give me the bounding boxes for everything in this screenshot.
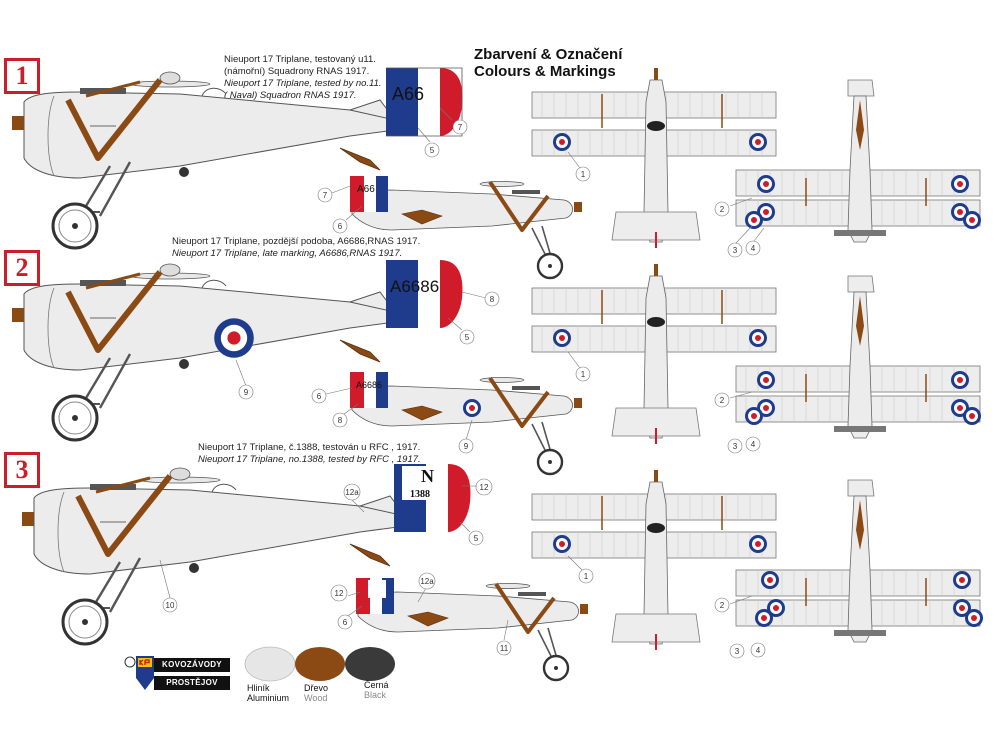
callout-label: 4 bbox=[751, 244, 756, 253]
callout-label: 7 bbox=[458, 123, 463, 132]
callout-label: 5 bbox=[430, 146, 435, 155]
variant-2-rudder bbox=[386, 260, 463, 328]
caption-cz-line: (námořní) Squadrony RNAS 1917. bbox=[224, 66, 370, 77]
variant-1-badge: 1 bbox=[4, 58, 40, 94]
swatch-wood bbox=[295, 647, 345, 681]
callout-label: 3 bbox=[733, 246, 738, 255]
callout-label: 1 bbox=[584, 572, 589, 581]
callouts bbox=[159, 107, 766, 659]
variant-2-small-profile bbox=[350, 372, 584, 476]
variant-1-small-profile bbox=[350, 176, 584, 280]
variant-2-badge: 2 bbox=[4, 250, 40, 286]
logo-line-2: PROSTĚJOV bbox=[154, 676, 230, 690]
legend-name-cz: Dřevo bbox=[304, 683, 329, 693]
callout-label: 6 bbox=[343, 618, 348, 627]
caption-en-line: Nieuport 17 Triplane, late marking, A668… bbox=[172, 248, 403, 259]
legend-name-cz: Černá bbox=[364, 680, 389, 690]
callout-label: 10 bbox=[166, 601, 175, 610]
callout-label: 1 bbox=[581, 370, 586, 379]
variant-1-small-rudder-serial: A66 bbox=[357, 184, 375, 195]
callout-label: 9 bbox=[244, 388, 249, 397]
callout-label: 3 bbox=[735, 647, 740, 656]
variant-2-rudder-serial: A6686 bbox=[390, 277, 439, 296]
caption-en-line: Nieuport 17 Triplane, tested by no.11. bbox=[224, 78, 382, 89]
legend-name-en: Wood bbox=[304, 693, 328, 703]
caption-cz-line: Nieuport 17 Triplane, testovaný u11. bbox=[224, 54, 376, 65]
callout-label: 6 bbox=[317, 392, 322, 401]
logo-line-1: KOVOZÁVODY bbox=[154, 658, 230, 672]
callout-label: 4 bbox=[751, 440, 756, 449]
legend-label-wood: Dřevo Wood bbox=[304, 683, 328, 703]
callout-label: 1 bbox=[581, 170, 586, 179]
variant-1-caption: Nieuport 17 Triplane, testovaný u11. (ná… bbox=[224, 54, 382, 102]
callout-label: 12 bbox=[335, 589, 344, 598]
variant-1-rudder bbox=[386, 67, 463, 137]
variant-3-rudder-letter: N bbox=[421, 466, 434, 486]
callout-label: 5 bbox=[474, 534, 479, 543]
callout-label: 4 bbox=[756, 646, 761, 655]
variant-3-rudder bbox=[394, 464, 471, 532]
caption-en-line: ( Naval) Squadron RNAS 1917. bbox=[224, 90, 357, 101]
kp-shield-logo-icon bbox=[124, 656, 154, 690]
callout-label: 12 bbox=[480, 483, 489, 492]
legend-label-black: Černá Black bbox=[364, 680, 389, 700]
variant-2-side-profile bbox=[12, 260, 463, 440]
callout-label: 7 bbox=[323, 191, 328, 200]
callout-label: 5 bbox=[465, 333, 470, 342]
variant-3-small-profile bbox=[356, 578, 590, 682]
caption-cz-line: Nieuport 17 Triplane, pozdější podoba, A… bbox=[172, 236, 421, 247]
callout-label: 6 bbox=[338, 222, 343, 231]
callout-label: 2 bbox=[720, 205, 725, 214]
caption-en-line: Nieuport 17 Triplane, no.1388, tested by… bbox=[198, 454, 421, 465]
callout-label: 12a bbox=[420, 577, 434, 586]
legend-name-en: Black bbox=[364, 690, 387, 700]
callout-label: 9 bbox=[464, 442, 469, 451]
variant-3-side-profile bbox=[22, 464, 471, 644]
variant-3-badge: 3 bbox=[4, 452, 40, 488]
callout-label: 3 bbox=[733, 442, 738, 451]
callout-label: 2 bbox=[720, 601, 725, 610]
callout-label: 12a bbox=[345, 488, 359, 497]
legend-label-aluminium: Hliník Aluminium bbox=[247, 683, 289, 703]
sheet-header: Zbarvení & Označení Colours & Markings bbox=[474, 46, 622, 80]
color-legend bbox=[244, 646, 395, 682]
swatch-black bbox=[345, 647, 395, 681]
header-title-en: Colours & Markings bbox=[474, 63, 616, 80]
variant-1-rudder-serial: A66 bbox=[392, 84, 424, 104]
kovozavody-logo: KOVOZÁVODY PROSTĚJOV bbox=[124, 656, 236, 692]
callout-labels: 7 5 7 6 1 2 3 4 8 5 9 6 8 9 1 2 3 4 12a … bbox=[166, 123, 761, 656]
callout-label: 2 bbox=[720, 396, 725, 405]
callout-label: 8 bbox=[490, 295, 495, 304]
variant-3-caption: Nieuport 17 Triplane, č.1388, testován u… bbox=[198, 442, 421, 466]
caption-cz-line: Nieuport 17 Triplane, č.1388, testován u… bbox=[198, 442, 421, 453]
variant-3-rudder-number: 1388 bbox=[410, 489, 430, 500]
legend-name-en: Aluminium bbox=[247, 693, 290, 703]
variant-2-caption: Nieuport 17 Triplane, pozdější podoba, A… bbox=[172, 236, 420, 260]
variant-2-small-rudder-serial: A6686 bbox=[356, 380, 382, 390]
legend-name-cz: Hliník bbox=[247, 683, 270, 693]
variant-1-side-profile bbox=[12, 67, 463, 248]
swatch-aluminium bbox=[244, 646, 296, 682]
header-title-cz: Zbarvení & Označení bbox=[474, 46, 623, 63]
callout-label: 8 bbox=[338, 416, 343, 425]
callout-label: 11 bbox=[500, 644, 509, 653]
